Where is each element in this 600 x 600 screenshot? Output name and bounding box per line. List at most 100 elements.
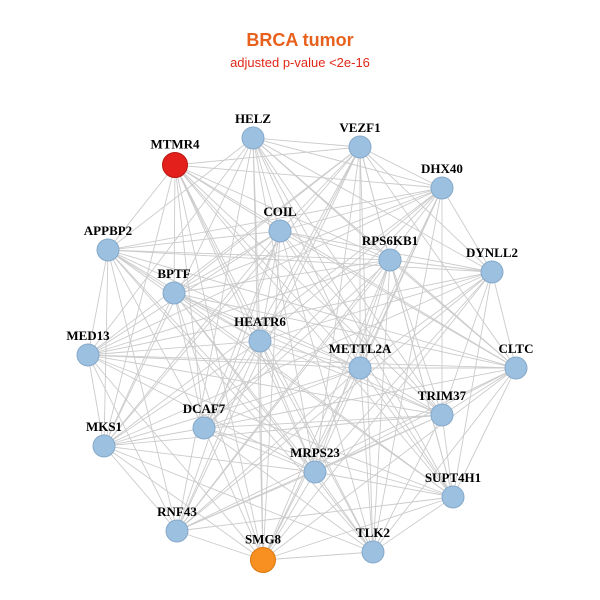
- edge: [372, 367, 517, 553]
- edge: [491, 271, 517, 369]
- edge: [252, 137, 316, 473]
- edge: [203, 427, 264, 561]
- node-smg8: [250, 547, 276, 573]
- node-heatr6: [248, 329, 272, 353]
- edge: [452, 271, 493, 498]
- edge: [262, 551, 374, 561]
- edge: [103, 164, 176, 447]
- node-label-med13: MED13: [66, 328, 110, 343]
- edge: [173, 187, 443, 294]
- node-label-bptf: BPTF: [157, 266, 190, 281]
- edge: [252, 137, 443, 189]
- edge: [176, 367, 361, 532]
- edge: [173, 292, 517, 369]
- edge: [262, 271, 493, 561]
- edge: [262, 471, 316, 561]
- edge: [203, 340, 261, 429]
- edge: [252, 137, 281, 232]
- edge: [203, 259, 391, 429]
- node-bptf: [162, 281, 186, 305]
- node-helz: [241, 126, 265, 150]
- edge: [252, 137, 493, 273]
- edge: [173, 292, 316, 473]
- edge: [203, 187, 443, 429]
- edge: [173, 292, 264, 561]
- edge: [252, 137, 443, 416]
- edge: [103, 249, 109, 447]
- edge: [176, 271, 493, 532]
- edge: [203, 367, 361, 429]
- node-label-helz: HELZ: [235, 111, 271, 126]
- node-dhx40: [430, 176, 454, 200]
- edge: [87, 137, 254, 356]
- node-tlk2: [361, 540, 385, 564]
- edge: [107, 249, 205, 429]
- node-supt4h1: [441, 485, 465, 509]
- node-mtmr4: [162, 152, 188, 178]
- edge: [174, 164, 281, 232]
- node-label-mettl2a: METTL2A: [329, 341, 392, 356]
- edge: [87, 354, 517, 369]
- node-coil: [268, 219, 292, 243]
- edge: [441, 367, 517, 416]
- edge: [314, 367, 517, 473]
- edge: [203, 367, 517, 429]
- edge: [87, 146, 361, 356]
- edge: [107, 249, 493, 273]
- edge: [452, 367, 517, 498]
- edge: [87, 354, 316, 473]
- node-mks1: [92, 434, 116, 458]
- edge: [252, 137, 361, 148]
- node-label-dynll2: DYNLL2: [466, 245, 518, 260]
- edge: [314, 271, 493, 473]
- edge: [103, 445, 316, 473]
- node-label-vezf1: VEZF1: [339, 120, 380, 135]
- node-mrps23: [303, 460, 327, 484]
- edge: [259, 187, 443, 342]
- node-med13: [76, 343, 100, 367]
- node-label-dcaf7: DCAF7: [183, 401, 226, 416]
- node-label-mks1: MKS1: [86, 419, 122, 434]
- node-dynll2: [480, 260, 504, 284]
- edge: [359, 367, 374, 553]
- node-label-mtmr4: MTMR4: [150, 137, 200, 152]
- edge: [87, 354, 454, 498]
- edge: [176, 471, 316, 532]
- edge: [107, 137, 254, 251]
- edge: [87, 187, 443, 356]
- edge: [174, 164, 443, 189]
- edge: [441, 414, 454, 498]
- edge: [107, 249, 361, 369]
- edge: [203, 427, 454, 498]
- edge: [174, 146, 361, 166]
- edge: [173, 292, 454, 498]
- edge: [87, 340, 261, 356]
- node-label-dhx40: DHX40: [421, 161, 463, 176]
- edge: [173, 292, 205, 429]
- edge: [314, 146, 361, 473]
- edge: [389, 259, 443, 416]
- edge: [389, 259, 493, 273]
- node-label-trim37: TRIM37: [418, 388, 467, 403]
- node-trim37: [430, 403, 454, 427]
- edge: [279, 187, 443, 232]
- node-label-heatr6: HEATR6: [234, 314, 286, 329]
- node-label-cltc: CLTC: [499, 341, 534, 356]
- edge: [103, 414, 443, 447]
- nodes-layer: [76, 126, 528, 573]
- node-label-supt4h1: SUPT4H1: [425, 470, 481, 485]
- edge: [203, 414, 443, 429]
- edge: [279, 230, 374, 553]
- edge: [87, 354, 443, 416]
- edge: [262, 259, 391, 561]
- edge: [203, 427, 374, 553]
- edge: [359, 146, 374, 553]
- edges-layer: [87, 137, 517, 561]
- edge: [107, 249, 175, 294]
- edge: [372, 187, 443, 553]
- node-dcaf7: [192, 416, 216, 440]
- edge: [359, 146, 443, 189]
- edge: [176, 259, 391, 532]
- edge: [173, 292, 261, 342]
